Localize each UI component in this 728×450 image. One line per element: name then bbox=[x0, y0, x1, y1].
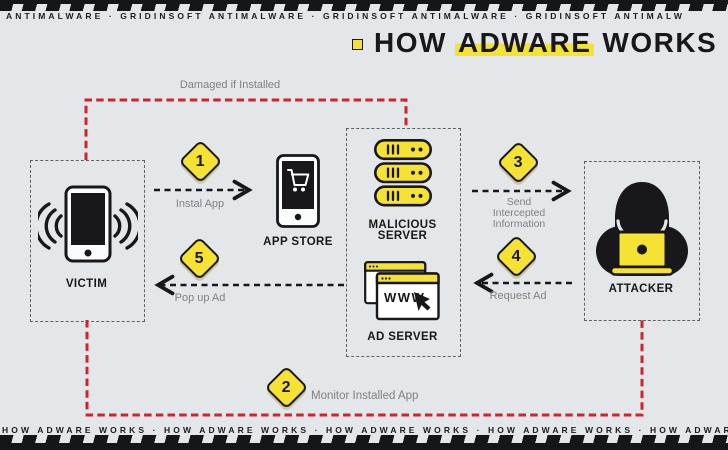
bottom-banner-bar bbox=[0, 443, 728, 450]
step-5-number: 5 bbox=[195, 249, 204, 267]
step-3-diamond: 3 bbox=[496, 140, 541, 185]
app-store-icon bbox=[276, 154, 320, 228]
step-5-diamond: 5 bbox=[177, 236, 222, 281]
title-bullet-square bbox=[352, 39, 363, 50]
malicious-server-icon bbox=[374, 139, 432, 207]
ad-server-icon: WWW bbox=[364, 261, 440, 321]
top-banner-bar bbox=[0, 0, 728, 4]
step-2-number: 2 bbox=[282, 378, 291, 396]
ad-server-label: AD SERVER bbox=[367, 331, 438, 343]
bottom-banner-text: HOW ADWARE WORKS · HOW ADWARE WORKS · HO… bbox=[2, 425, 728, 435]
send-intercepted-information-caption: Send Intercepted Information bbox=[492, 196, 546, 230]
step-4-diamond: 4 bbox=[494, 234, 539, 279]
title-pre: HOW bbox=[374, 27, 447, 58]
www-text: WWW bbox=[384, 290, 425, 305]
top-banner-stripes bbox=[0, 3, 728, 11]
title-post: WORKS bbox=[602, 27, 718, 58]
bottom-banner-stripes bbox=[0, 435, 728, 443]
monitor-installed-app-caption: Monitor Installed App bbox=[311, 390, 419, 402]
install-app-caption: Instal App bbox=[175, 198, 225, 210]
top-banner-text: ANTIMALWARE · GRIDINSOFT ANTIMALWARE · G… bbox=[6, 11, 685, 21]
cursor-icon bbox=[414, 292, 431, 311]
request-ad-caption: Request Ad bbox=[489, 290, 547, 302]
damaged-if-installed-caption: Damaged if Installed bbox=[179, 79, 281, 91]
pop-up-ad-caption: Pop up Ad bbox=[174, 292, 226, 304]
title-highlight: ADWARE bbox=[454, 27, 595, 58]
attacker-hacker-icon bbox=[596, 182, 688, 276]
step-1-diamond: 1 bbox=[178, 139, 223, 184]
step-4-number: 4 bbox=[512, 247, 521, 265]
step-2-diamond: 2 bbox=[264, 365, 309, 410]
malicious-server-label: MALICIOUS SERVER bbox=[368, 219, 437, 242]
attacker-label: ATTACKER bbox=[608, 283, 674, 295]
app-store-label: APP STORE bbox=[263, 236, 333, 248]
victim-phone-icon bbox=[38, 185, 138, 263]
step-3-number: 3 bbox=[514, 153, 523, 171]
victim-label: VICTIM bbox=[65, 278, 108, 290]
step-1-number: 1 bbox=[196, 152, 205, 170]
